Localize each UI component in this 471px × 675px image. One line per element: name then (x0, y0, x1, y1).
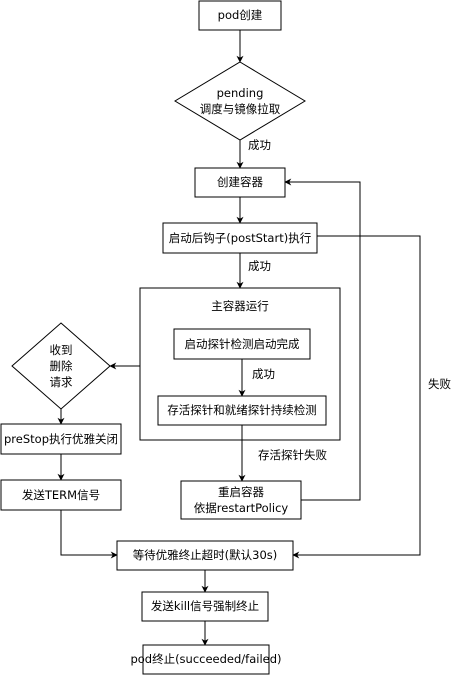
edge-term-to-wait (60, 510, 118, 559)
send-term-label: 发送TERM信号 (22, 488, 100, 502)
startup-probe-label: 启动探针检测启动完成 (185, 337, 300, 351)
pending-label-2: 调度与镜像拉取 (200, 102, 281, 116)
main-container-label: 主容器运行 (211, 299, 269, 313)
pending-node (174, 61, 306, 141)
pod-create-label: pod创建 (218, 8, 263, 22)
edge-poststart-failure (292, 235, 421, 559)
edge-label-success-2: 成功 (248, 259, 271, 273)
liveness-readiness-node (157, 395, 327, 426)
prestop-label: preStop执行优雅关闭 (4, 432, 118, 446)
send-term-node (0, 479, 122, 511)
edge-label-liveness-fail: 存活探针失败 (258, 448, 327, 462)
post-start-label: 启动后钩子(postStart)执行 (169, 231, 311, 245)
send-kill-node (141, 591, 269, 622)
wait-grace-label: 等待优雅终止超时(默认30s) (133, 548, 278, 562)
delete-label-1: 收到 (50, 343, 73, 357)
restart-label-1: 重启容器 (218, 485, 264, 499)
edge-label-success-3: 成功 (252, 367, 275, 381)
delete-label-2: 删除 (50, 359, 73, 373)
create-container-node (194, 167, 286, 198)
edge-restart-to-container (284, 178, 361, 501)
create-container-label: 创建容器 (217, 175, 263, 189)
edge-label-failure: 失败 (428, 377, 451, 391)
prestop-node (0, 423, 122, 455)
pod-end-node (142, 644, 270, 675)
pod-end-label: pod终止(succeeded/failed) (130, 652, 281, 666)
restart-label-2: 依据restartPolicy (194, 501, 289, 515)
delete-label-3: 请求 (50, 375, 73, 389)
liveness-readiness-label: 存活探针和就绪探针持续检测 (167, 403, 317, 417)
edge-label-success-1: 成功 (248, 138, 271, 152)
pod-create-node (198, 0, 282, 31)
send-kill-label: 发送kill信号强制终止 (151, 599, 259, 613)
pending-label-1: pending (217, 86, 264, 100)
